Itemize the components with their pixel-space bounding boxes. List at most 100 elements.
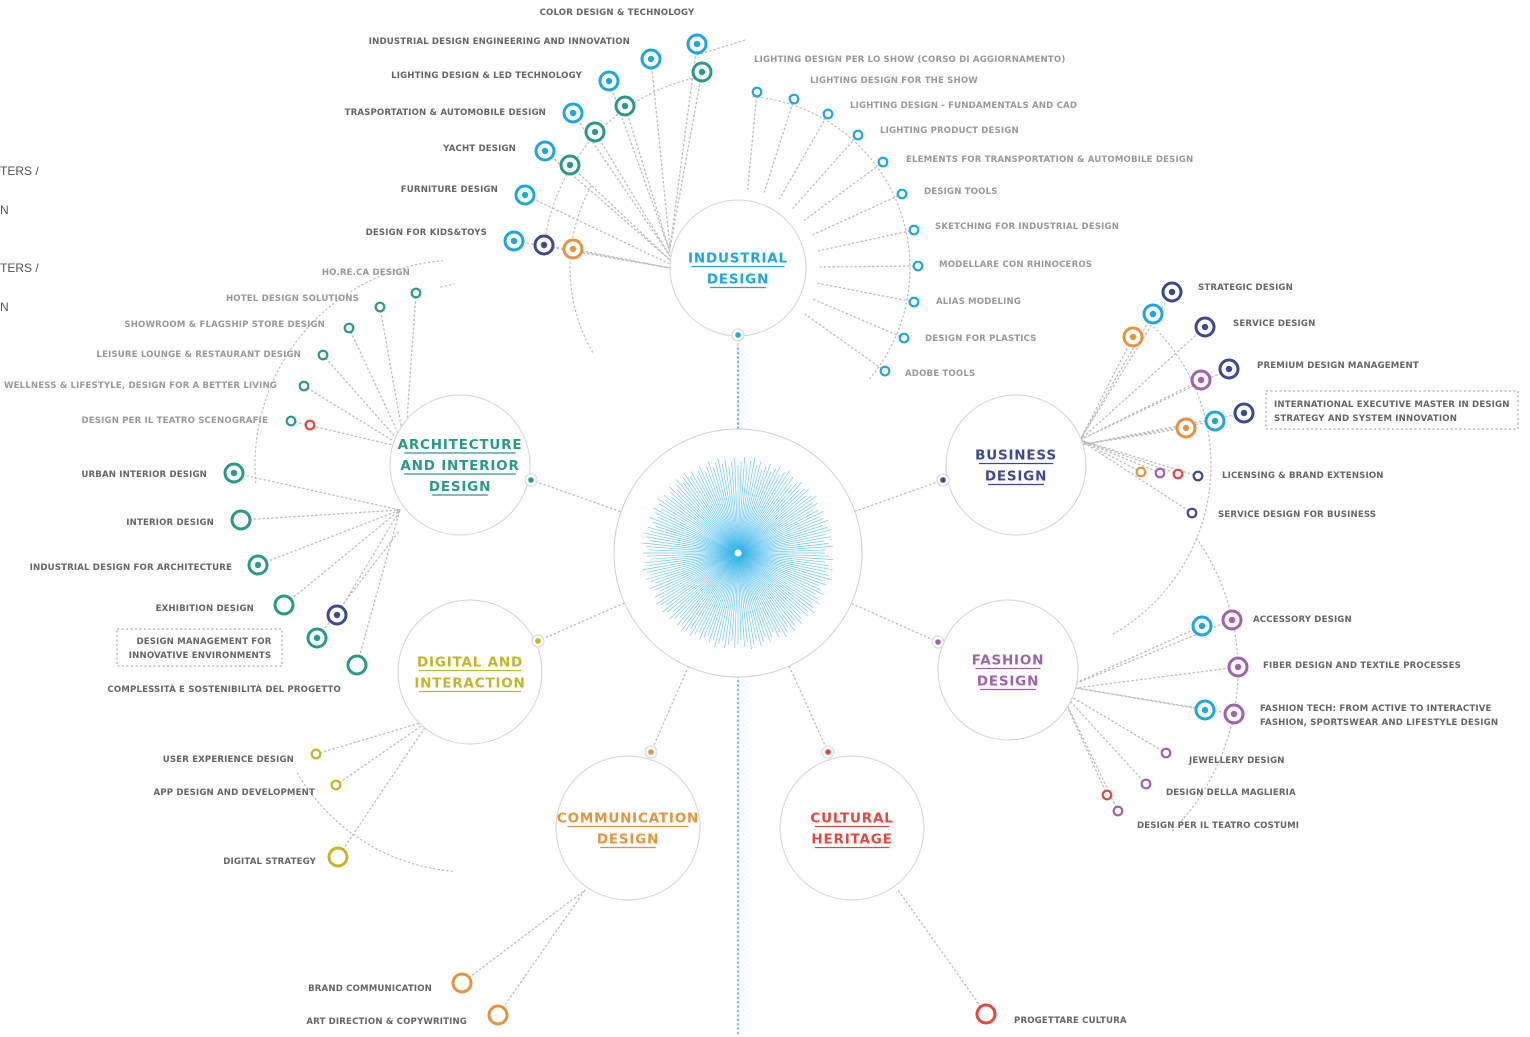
burst-ray xyxy=(664,499,739,554)
business-node[interactable] xyxy=(1186,507,1198,519)
burst-ray xyxy=(659,552,739,592)
architecture-course-node[interactable] xyxy=(285,415,297,427)
business-node[interactable] xyxy=(1172,468,1184,480)
business-node[interactable] xyxy=(1122,326,1144,348)
burst-ray xyxy=(706,466,739,554)
industrial-course-node[interactable] xyxy=(912,260,924,272)
architecture-course-node[interactable] xyxy=(374,301,386,313)
digital-node[interactable] xyxy=(327,846,349,868)
industrial-course-node[interactable] xyxy=(877,156,889,168)
burst-ray xyxy=(737,552,795,631)
industrial-course-node[interactable] xyxy=(852,129,864,141)
architecture-master-node[interactable] xyxy=(326,604,348,626)
hub-anchor-dot xyxy=(531,634,545,648)
burst-ray xyxy=(690,471,739,554)
burst-ray xyxy=(660,552,739,606)
burst-ray xyxy=(649,540,739,554)
architecture-master-node[interactable] xyxy=(273,594,295,616)
burst-ray xyxy=(704,471,739,554)
industrial-course-node[interactable] xyxy=(788,93,800,105)
industrial-master-node[interactable] xyxy=(584,121,606,143)
industrial-master-node[interactable] xyxy=(514,184,536,206)
fashion-node[interactable] xyxy=(1160,747,1172,759)
burst-ray xyxy=(737,457,756,554)
business-node[interactable] xyxy=(1190,369,1212,391)
fashion-node[interactable] xyxy=(1140,778,1152,790)
industrial-course-node[interactable] xyxy=(879,365,891,377)
architecture-master-connector xyxy=(356,509,401,666)
scenografie-extra-node[interactable] xyxy=(304,419,316,431)
digital-node[interactable] xyxy=(310,748,322,760)
fashion-node[interactable] xyxy=(1227,656,1249,678)
industrial-master-node[interactable] xyxy=(562,238,584,260)
fashion-node[interactable] xyxy=(1101,789,1113,801)
architecture-course-node[interactable] xyxy=(410,287,422,299)
communication-node[interactable] xyxy=(487,1004,509,1026)
fashion-tech-node[interactable] xyxy=(1194,699,1216,721)
industrial-master-node[interactable] xyxy=(691,61,713,83)
fashion-node[interactable] xyxy=(1112,805,1124,817)
business-node[interactable] xyxy=(1161,281,1183,303)
burst-ray xyxy=(672,552,739,613)
architecture-course-node[interactable] xyxy=(317,349,329,361)
architecture-master-node[interactable] xyxy=(247,554,269,576)
burst-ray xyxy=(674,552,739,619)
hub-title-line: COMMUNICATION xyxy=(557,811,699,827)
burst-ray xyxy=(649,517,739,554)
communication-node[interactable] xyxy=(451,972,473,994)
burst-ray xyxy=(650,530,739,554)
burst-ray xyxy=(737,552,787,638)
industrial-master-node[interactable] xyxy=(686,33,708,55)
architecture-master-label: URBAN INTERIOR DESIGN xyxy=(81,470,207,480)
course-ring-center xyxy=(521,191,529,199)
industrial-master-node[interactable] xyxy=(534,140,556,162)
burst-ray xyxy=(737,488,805,554)
industrial-master-node[interactable] xyxy=(533,234,555,256)
fashion-node[interactable] xyxy=(1191,615,1213,637)
industrial-course-node[interactable] xyxy=(898,332,910,344)
business-node[interactable] xyxy=(1218,358,1240,380)
business-node[interactable] xyxy=(1142,303,1164,325)
architecture-master-node[interactable] xyxy=(230,509,252,531)
industrial-master-node[interactable] xyxy=(598,70,620,92)
industrial-master-node[interactable] xyxy=(503,230,525,252)
executive-master-node[interactable] xyxy=(1233,402,1255,424)
design-management-node[interactable] xyxy=(306,627,328,649)
fashion-tech-node[interactable] xyxy=(1223,703,1245,725)
business-node[interactable] xyxy=(1194,316,1216,338)
executive-master-node[interactable] xyxy=(1175,417,1197,439)
industrial-course-node[interactable] xyxy=(908,296,920,308)
architecture-master-node[interactable] xyxy=(346,654,368,676)
architecture-course-node[interactable] xyxy=(343,322,355,334)
industrial-master-node[interactable] xyxy=(559,154,581,176)
industrial-course-node[interactable] xyxy=(896,188,908,200)
course-ring xyxy=(1135,466,1147,478)
digital-node[interactable] xyxy=(330,779,342,791)
industrial-course-node[interactable] xyxy=(751,86,763,98)
business-node[interactable] xyxy=(1135,466,1147,478)
communication-connector xyxy=(461,889,586,984)
architecture-top-connector xyxy=(440,283,455,288)
hub-anchor-dot xyxy=(931,635,945,649)
hub-connector xyxy=(786,661,829,753)
architecture-master-node[interactable] xyxy=(223,462,245,484)
executive-master-node[interactable] xyxy=(1204,410,1226,432)
industrial-master-node[interactable] xyxy=(562,102,584,124)
cultural-node[interactable] xyxy=(975,1003,997,1025)
course-ring-center xyxy=(1240,409,1248,417)
business-node[interactable] xyxy=(1192,470,1204,482)
architecture-course-node[interactable] xyxy=(298,380,310,392)
industrial-master-node[interactable] xyxy=(614,95,636,117)
industrial-course-node[interactable] xyxy=(822,108,834,120)
industrial-course-node[interactable] xyxy=(908,224,920,236)
industrial-master-node[interactable] xyxy=(640,48,662,70)
fashion-node[interactable] xyxy=(1221,609,1243,631)
business-node[interactable] xyxy=(1154,467,1166,479)
